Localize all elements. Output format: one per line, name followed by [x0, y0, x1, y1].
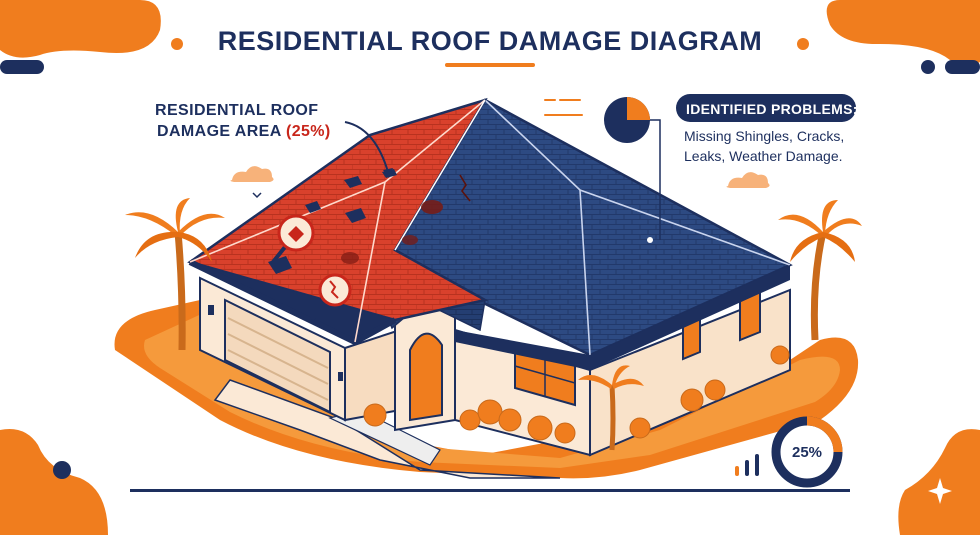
corner-decor-top-right: [797, 0, 980, 74]
donut-percentage: 25%: [791, 444, 823, 461]
palm-tree-right: [778, 200, 862, 341]
bird-icon: [252, 192, 262, 199]
front-door: [409, 332, 443, 422]
corner-decor-bottom-left: [0, 429, 108, 535]
damage-area-callout: RESIDENTIAL ROOF DAMAGE AREA (25%): [155, 100, 331, 142]
callout-label: DAMAGE AREA: [157, 123, 282, 140]
roof-damage-area: [187, 97, 489, 346]
problems-heading: IDENTIFIED PROBLEMS:: [686, 101, 858, 117]
callout-percentage: (25%): [285, 123, 331, 140]
cloud-icon-right: [726, 172, 770, 188]
garage-wing: [199, 276, 401, 422]
problems-heading-pill: [676, 94, 856, 122]
callout-line-2: DAMAGE AREA (25%): [155, 121, 331, 142]
garage-door: [224, 298, 331, 414]
ground-line: [130, 489, 850, 492]
pie-chart: [604, 97, 650, 143]
callout-line-1: RESIDENTIAL ROOF: [155, 102, 319, 119]
problems-list: Missing Shingles, Cracks, Leaks, Weather…: [684, 126, 844, 166]
page-title: RESIDENTIAL ROOF DAMAGE DIAGRAM: [217, 26, 763, 56]
decor-dashes: [544, 99, 583, 116]
problems-line-1: Missing Shingles, Cracks,: [684, 128, 845, 144]
palm-tree-front: [578, 365, 644, 451]
corner-decor-bottom-right: [898, 429, 980, 535]
glow-point: [647, 237, 653, 243]
corner-decor-top-left: [0, 0, 183, 74]
donut-chart: [771, 416, 843, 488]
callout-arrow: [344, 121, 389, 173]
problems-line-2: Leaks, Weather Damage.: [684, 148, 843, 164]
bar-chart-icon: [735, 454, 759, 476]
cloud-icon: [230, 166, 274, 182]
sparkle-icon: [928, 478, 952, 504]
palm-tree-left: [125, 198, 225, 351]
magnifier-icon: [271, 214, 315, 264]
title-underline: [445, 63, 535, 67]
driveway: [213, 379, 561, 479]
crack-icon: [311, 273, 352, 320]
shrubs: [363, 345, 790, 444]
